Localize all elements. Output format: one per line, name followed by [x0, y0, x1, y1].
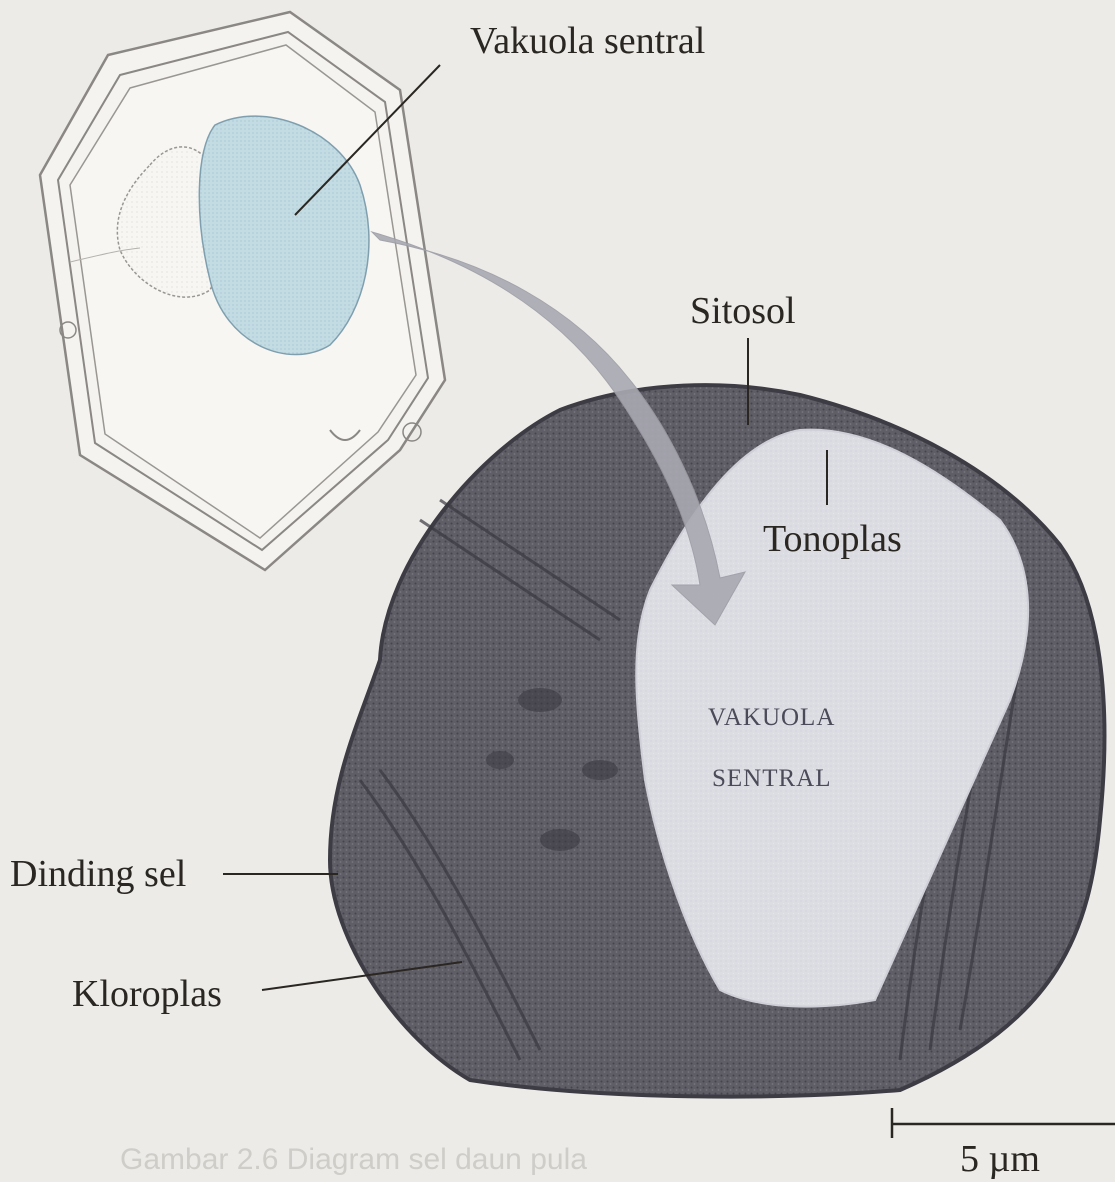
label-vakuola-sentral: Vakuola sentral	[470, 22, 705, 60]
label-vakuola-micrograph-line2: SENTRAL	[712, 766, 832, 791]
label-scale: 5 µm	[960, 1140, 1040, 1178]
label-tonoplas: Tonoplas	[763, 520, 902, 558]
label-dinding-sel: Dinding sel	[10, 855, 186, 893]
label-kloroplas: Kloroplas	[72, 975, 222, 1013]
label-vakuola-micrograph-line1: VAKUOLA	[708, 705, 835, 730]
bleed-through-text: Gambar 2.6 Diagram sel daun pula	[120, 1143, 587, 1177]
label-sitosol: Sitosol	[690, 292, 796, 330]
